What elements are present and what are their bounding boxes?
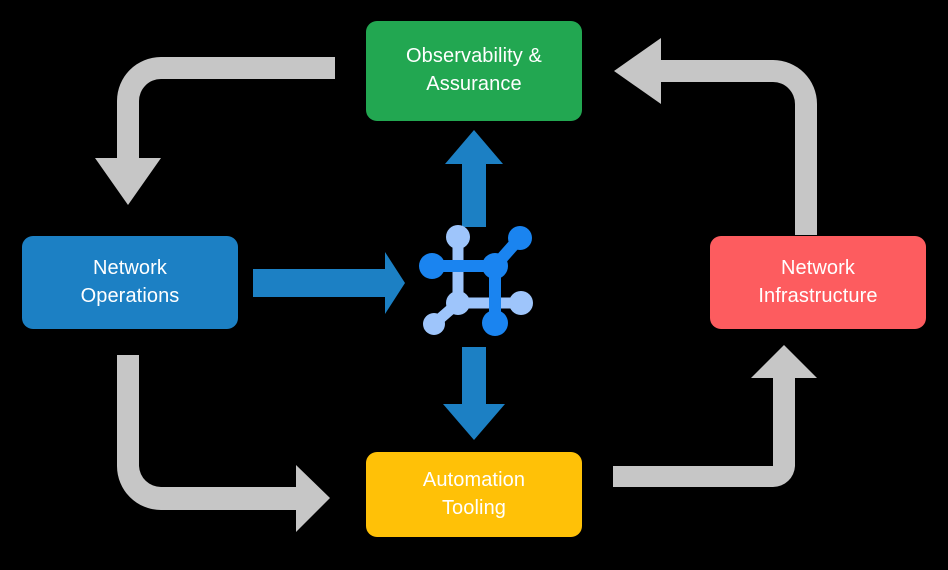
node-box-observability[interactable]: Observability & Assurance bbox=[366, 21, 582, 121]
node-box-infrastructure[interactable]: Network Infrastructure bbox=[710, 236, 926, 329]
topology-node-bottom-left-spur bbox=[423, 313, 445, 335]
topology-node-bottom-left bbox=[446, 291, 470, 315]
arrow-observability-to-operations bbox=[95, 57, 335, 205]
node-box-automation[interactable]: Automation Tooling bbox=[366, 452, 582, 537]
node-box-operations[interactable]: Network Operations bbox=[22, 236, 238, 329]
topology-node-right-mid-spur bbox=[509, 291, 533, 315]
topology-node-top-right bbox=[482, 253, 508, 279]
arrow-operations-to-center bbox=[253, 252, 405, 314]
network-topology-icon bbox=[419, 225, 533, 336]
topology-node-bottom-right bbox=[482, 310, 508, 336]
arrow-infrastructure-to-observability bbox=[614, 38, 817, 235]
topology-node-top-left bbox=[419, 253, 445, 279]
arrow-automation-to-infrastructure bbox=[613, 345, 817, 487]
topology-node-top-left-spur bbox=[446, 225, 470, 249]
topology-node-top-right-spur bbox=[508, 226, 532, 250]
arrow-operations-to-automation bbox=[117, 355, 330, 532]
arrow-center-to-observability bbox=[445, 130, 503, 227]
arrow-center-to-automation bbox=[443, 347, 505, 440]
